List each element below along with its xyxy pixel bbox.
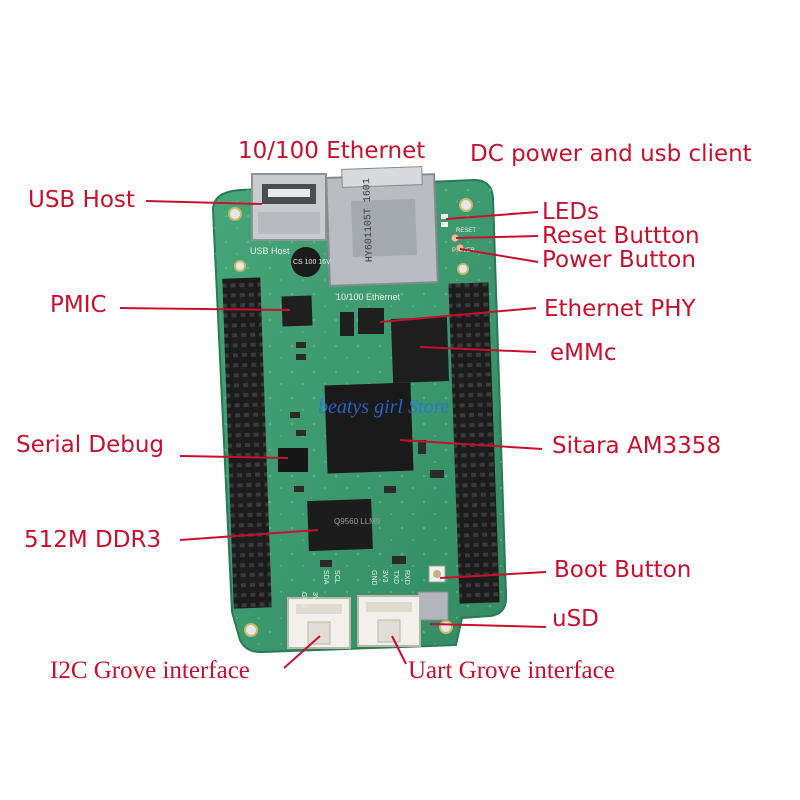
leader-line-usd — [429, 623, 547, 628]
mount-hole-bl — [244, 623, 258, 637]
label-sitara-am3358: Sitara AM3358 — [552, 433, 722, 459]
usd-slot — [417, 591, 449, 621]
led — [441, 214, 448, 219]
leader-line-emmc — [419, 346, 537, 353]
mount-hole-tr — [459, 198, 473, 212]
mount-hole-mr — [457, 263, 469, 275]
label-boot-button: Boot Button — [554, 557, 692, 583]
label-512m-ddr3: 512M DDR3 — [24, 527, 162, 553]
uart-pin-label: RXD — [403, 570, 410, 585]
small-chip — [340, 312, 354, 336]
uart-pin-label: TXD — [392, 570, 399, 584]
i2c-pin-labels: GND 3V3 SDA SCL — [300, 570, 340, 608]
mount-hole-br — [439, 620, 453, 634]
label-reset-button: Reset Buttton — [542, 223, 700, 249]
usb-host-connector — [251, 173, 327, 241]
emmc-chip — [390, 317, 450, 383]
label-uart-grove-interface: Uart Grove interface — [408, 657, 615, 684]
label-leds: LEDs — [542, 199, 600, 225]
jack-text: HY601105T 1601 — [362, 178, 376, 262]
ethernet-silkscreen: 10/100 Ethernet — [336, 292, 401, 302]
capacitor: CS 100 16V — [291, 247, 331, 277]
i2c-pin-label: 3V3 — [311, 592, 318, 605]
leader-line-power — [459, 248, 539, 263]
label-ethernet-phy: Ethernet PHY — [544, 296, 696, 322]
leader-line-ddr3 — [179, 529, 319, 541]
uart-grove-connector — [357, 595, 421, 647]
power-silkscreen: POWER — [452, 248, 475, 254]
ddr3-chip-text: Q9560 LLM9 — [334, 517, 381, 526]
leader-line-reset — [455, 235, 539, 239]
label-dc-power-usb-client: DC power and usb client — [470, 141, 752, 167]
ethernet-jack: HY601105T 1601 — [325, 166, 439, 287]
leader-line-usb-host — [145, 200, 263, 205]
leader-line-serial-debug — [179, 455, 289, 459]
mount-hole-tl — [228, 207, 242, 221]
leader-line-leds — [445, 211, 539, 220]
header-p8 — [448, 282, 500, 604]
usb-host-silkscreen: USB Host — [250, 246, 290, 256]
reset-silkscreen: RESET — [456, 228, 476, 234]
ethernet-phy-chip — [358, 308, 384, 334]
leader-line-boot — [439, 571, 547, 579]
led — [441, 222, 448, 227]
label-10-100-ethernet: 10/100 Ethernet — [238, 138, 426, 164]
leader-line-pmic — [119, 307, 291, 311]
mount-hole-ml — [234, 260, 246, 272]
leader-line-i2c-grove — [283, 635, 321, 669]
label-power-button: Power Button — [542, 247, 696, 273]
capacitor-text: CS 100 16V — [293, 259, 331, 266]
label-pmic: PMIC — [50, 292, 107, 318]
label-i2c-grove-interface: I2C Grove interface — [50, 657, 250, 684]
leader-line-sitara — [399, 439, 543, 450]
uart-pin-label: GND — [370, 570, 377, 586]
smd-components — [290, 342, 444, 567]
label-serial-debug: Serial Debug — [16, 432, 165, 458]
sitara-processor — [324, 382, 414, 474]
uart-pin-labels: GND 3V3 TXD RXD — [370, 570, 410, 586]
leader-lines — [119, 200, 547, 669]
ddr3-chip — [307, 498, 373, 552]
header-p9 — [222, 277, 272, 609]
watermark: beatys girl Store — [318, 396, 450, 418]
uart-pin-label: 3V3 — [381, 570, 388, 583]
boot-button[interactable] — [428, 565, 446, 583]
label-usd: uSD — [552, 606, 599, 632]
i2c-pin-label: SCL — [333, 570, 340, 584]
i2c-grove-connector — [287, 597, 351, 649]
serial-debug-header — [278, 448, 308, 472]
leader-line-uart-grove — [391, 635, 407, 665]
label-emmc: eMMc — [550, 340, 617, 366]
power-button[interactable] — [455, 243, 465, 253]
leader-line-ethernet-phy — [379, 307, 537, 323]
pmic-chip — [281, 295, 313, 327]
i2c-pin-label: GND — [300, 592, 307, 608]
label-usb-host: USB Host — [28, 187, 135, 213]
i2c-pin-label: SDA — [322, 570, 329, 585]
